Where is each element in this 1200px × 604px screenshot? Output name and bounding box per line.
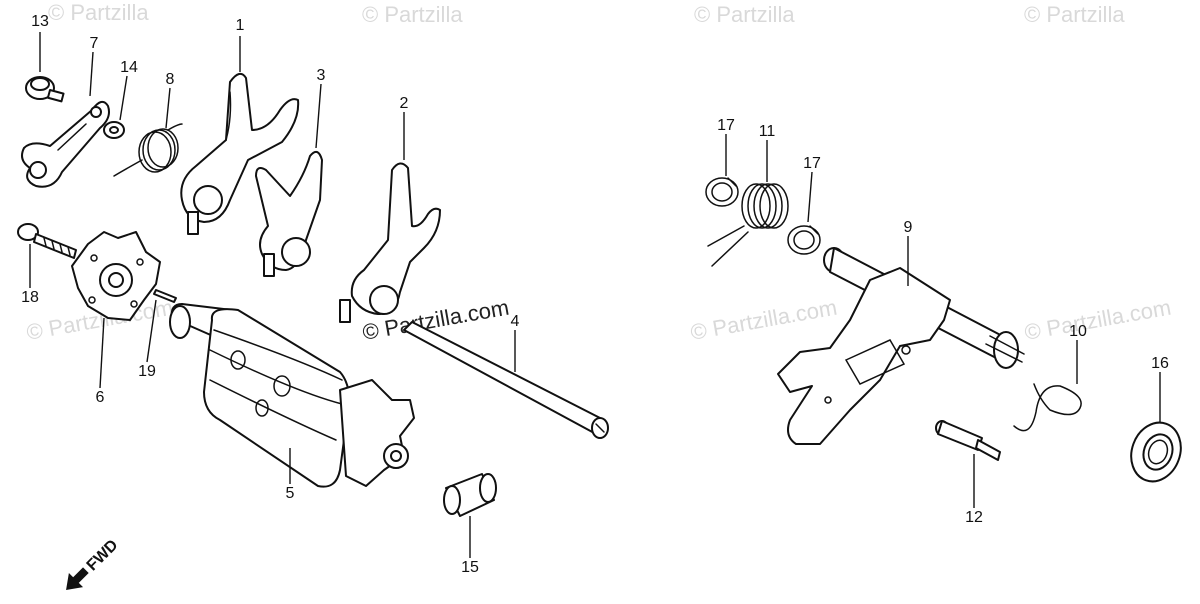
part-11-spring — [707, 183, 789, 267]
callout-19: 19 — [138, 363, 156, 380]
part-12-bolt — [935, 420, 1001, 461]
watermark: © Partzilla.com — [689, 295, 839, 345]
callout-1: 1 — [236, 17, 245, 34]
part-16-oil-seal — [1130, 421, 1182, 483]
callout-6: 6 — [96, 389, 105, 406]
part-3-shift-fork — [255, 150, 323, 277]
watermark: © Partzilla — [1024, 2, 1125, 27]
part-1-shift-fork — [180, 72, 300, 235]
part-6-star-plate — [71, 231, 161, 321]
callout-3: 3 — [317, 67, 326, 84]
callout-10: 10 — [1069, 323, 1087, 340]
callout-12: 12 — [965, 509, 983, 526]
part-17-circlip-lower — [787, 225, 821, 255]
part-13-bolt — [25, 76, 65, 103]
fwd-label: FWD — [84, 537, 122, 575]
callout-8: 8 — [166, 71, 175, 88]
callout-numbers: 13 7 14 8 1 3 2 4 5 6 19 18 15 17 11 17 … — [21, 13, 1169, 576]
part-18-bolt — [17, 223, 77, 259]
callout-16: 16 — [1151, 355, 1169, 372]
part-7-lever — [21, 100, 110, 188]
callout-17-upper: 17 — [717, 117, 735, 134]
callout-13: 13 — [31, 13, 49, 30]
callout-18: 18 — [21, 289, 39, 306]
fwd-indicator: FWD — [66, 537, 122, 590]
part-19-pin — [153, 289, 177, 303]
part-17-circlip-upper — [705, 177, 739, 207]
callout-5: 5 — [286, 485, 295, 502]
leader-lines — [29, 32, 1161, 558]
callout-14: 14 — [120, 59, 138, 76]
callout-9: 9 — [904, 219, 913, 236]
callout-2: 2 — [400, 95, 409, 112]
watermark: © Partzilla — [694, 2, 795, 27]
part-14-washer — [103, 121, 125, 139]
callout-15: 15 — [461, 559, 479, 576]
part-2-shift-fork — [339, 162, 441, 323]
callout-4: 4 — [511, 313, 520, 330]
watermark: © Partzilla.com — [1023, 295, 1173, 345]
watermark: © Partzilla — [48, 0, 149, 25]
arrow-down-left-icon — [66, 567, 89, 590]
watermark: © Partzilla — [362, 2, 463, 27]
callout-7: 7 — [90, 35, 99, 52]
part-8-spring — [113, 123, 183, 177]
part-9-shift-spindle — [777, 247, 1025, 445]
callout-11: 11 — [759, 123, 776, 140]
part-10-return-spring — [1013, 383, 1082, 432]
part-5-shift-drum — [169, 303, 415, 488]
callout-17-lower: 17 — [803, 155, 821, 172]
part-4-fork-shaft — [403, 321, 609, 439]
part-15-bearing — [443, 473, 497, 517]
